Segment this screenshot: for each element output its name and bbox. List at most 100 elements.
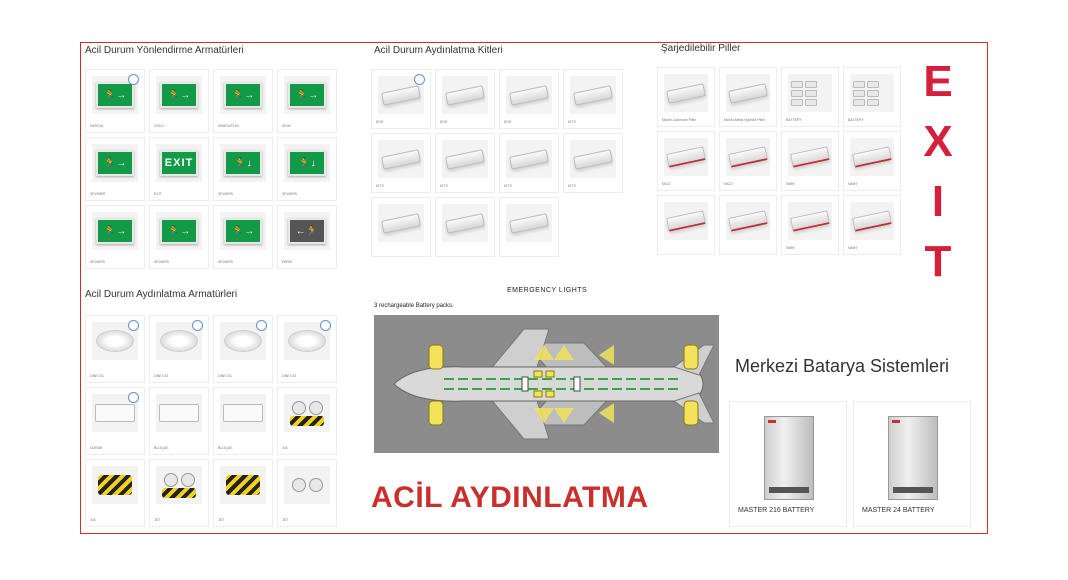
product-card[interactable]: 🏃→SEVINER xyxy=(85,137,145,201)
product-thumbnail xyxy=(570,140,616,178)
product-card[interactable]: 🏃→GOLD xyxy=(149,69,209,133)
battery-pack-icon xyxy=(665,146,707,168)
certification-badge-icon xyxy=(128,74,139,85)
kit-module-icon xyxy=(509,212,549,234)
product-card[interactable] xyxy=(499,197,559,257)
product-card[interactable]: Nickel-Metal Hydride Piller xyxy=(719,67,777,127)
product-caption: SEVARIS xyxy=(282,192,297,196)
product-card[interactable]: ONE 015 xyxy=(277,315,337,383)
product-card[interactable]: DURAN xyxy=(85,387,145,455)
product-thumbnail: 🏃↓ xyxy=(220,144,266,182)
product-caption: BLOQUE xyxy=(218,446,233,450)
product-card[interactable]: KITS xyxy=(563,133,623,193)
exit-vertical-text: E X I T xyxy=(908,52,968,292)
product-caption: SEVARIS xyxy=(218,260,233,264)
product-card[interactable]: KITS xyxy=(563,69,623,129)
kit-module-icon xyxy=(509,84,549,106)
product-card[interactable] xyxy=(657,195,715,255)
product-card[interactable]: NIMH xyxy=(843,195,901,255)
product-card[interactable]: KITS xyxy=(371,133,431,193)
ceiling-light-icon xyxy=(288,330,326,352)
product-thumbnail xyxy=(442,76,488,114)
product-thumbnail xyxy=(726,74,770,112)
product-card[interactable]: JOL xyxy=(277,387,337,455)
product-card[interactable]: BLOQUE xyxy=(149,387,209,455)
section-title-armaturler: Acil Durum Aydınlatma Armatürleri xyxy=(85,289,238,300)
kit-module-icon xyxy=(381,84,421,106)
product-caption: KITS xyxy=(504,184,512,188)
product-thumbnail: 🏃→ xyxy=(284,76,330,114)
product-caption: ONE 010 xyxy=(218,374,233,378)
product-card[interactable]: JOL xyxy=(85,459,145,527)
product-caption: BLOQUE xyxy=(154,446,169,450)
product-card[interactable]: KITS xyxy=(435,133,495,193)
product-card[interactable]: NIMH xyxy=(781,195,839,255)
product-card[interactable]: 🏃→SEVARIS xyxy=(149,205,209,269)
product-caption: JET xyxy=(282,518,289,522)
product-thumbnail: EXIT xyxy=(156,144,202,182)
product-caption: BATTERY xyxy=(786,118,802,122)
product-thumbnail xyxy=(156,466,202,504)
product-caption: SIGN xyxy=(282,124,291,128)
product-card[interactable]: 🏃↓SEVARIS xyxy=(277,137,337,201)
product-thumbnail xyxy=(220,394,266,432)
section-title-piller: Şarjedilebilir Piller xyxy=(661,43,741,54)
product-caption: MINIDUPLEX xyxy=(218,124,240,128)
product-card[interactable]: KITS xyxy=(499,133,559,193)
product-card[interactable]: 🏃→SEVARIS xyxy=(85,205,145,269)
product-caption: KITS xyxy=(568,184,576,188)
product-caption: PARIS xyxy=(282,260,293,264)
product-card[interactable]: NIMH xyxy=(843,131,901,191)
product-card[interactable]: 🏃→MINIDUPLEX xyxy=(213,69,273,133)
product-card[interactable]: BATTERY xyxy=(843,67,901,127)
product-caption: GOLD xyxy=(154,124,164,128)
exit-letter: T xyxy=(924,237,952,286)
product-card[interactable]: NICD xyxy=(657,131,715,191)
product-card[interactable]: JET xyxy=(149,459,209,527)
kit-module-icon xyxy=(573,84,613,106)
product-card[interactable]: 🏃↓SEVARIS xyxy=(213,137,273,201)
product-card[interactable]: JET xyxy=(213,459,273,527)
emergency-lights-subtitle: 3 rechargeable Battery packs. xyxy=(374,303,454,309)
exit-sign-icon: 🏃→ xyxy=(96,218,134,244)
product-card[interactable] xyxy=(371,197,431,257)
kit-module-icon xyxy=(445,212,485,234)
product-card[interactable]: 🏃→SEVARIS xyxy=(213,205,273,269)
product-caption: NIMH xyxy=(786,182,795,186)
battery-card-master-216[interactable]: MASTER 216 BATTERY xyxy=(729,401,847,527)
battery-pack-icon xyxy=(851,210,893,232)
product-card[interactable]: ←🏃 PARIS xyxy=(277,205,337,269)
product-card[interactable]: BLOQUE xyxy=(213,387,273,455)
kit-module-icon xyxy=(381,212,421,234)
product-thumbnail: ←🏃 xyxy=(284,212,330,250)
product-card[interactable]: ONE 010 xyxy=(85,315,145,383)
product-card[interactable]: ONE 015 xyxy=(149,315,209,383)
product-card[interactable]: NIMH xyxy=(781,131,839,191)
product-caption: NICD xyxy=(662,182,671,186)
product-thumbnail: 🏃→ xyxy=(92,212,138,250)
product-card[interactable]: KDS xyxy=(435,69,495,129)
certification-badge-icon xyxy=(128,392,139,403)
product-card[interactable]: ONE 010 xyxy=(213,315,273,383)
product-card[interactable]: 🏃→ SIGN xyxy=(277,69,337,133)
product-card[interactable]: KDS xyxy=(371,69,431,129)
product-card[interactable]: BATTERY xyxy=(781,67,839,127)
product-caption: JOL xyxy=(282,446,289,450)
product-card[interactable]: NICD xyxy=(719,131,777,191)
battery-pack-icon xyxy=(727,146,769,168)
product-card[interactable] xyxy=(435,197,495,257)
product-card[interactable] xyxy=(719,195,777,255)
product-card[interactable]: 🏃→NAROW xyxy=(85,69,145,133)
product-card[interactable]: JET xyxy=(277,459,337,527)
product-card[interactable]: Nickel-Cadmium Piller xyxy=(657,67,715,127)
product-caption: DURAN xyxy=(90,446,103,450)
product-card[interactable]: KDS xyxy=(499,69,559,129)
product-caption: ONE 015 xyxy=(282,374,297,378)
product-thumbnail xyxy=(850,74,894,112)
battery-card-master-24[interactable]: MASTER 24 BATTERY xyxy=(853,401,971,527)
product-caption: NICD xyxy=(724,182,733,186)
exit-letter: I xyxy=(931,177,945,226)
